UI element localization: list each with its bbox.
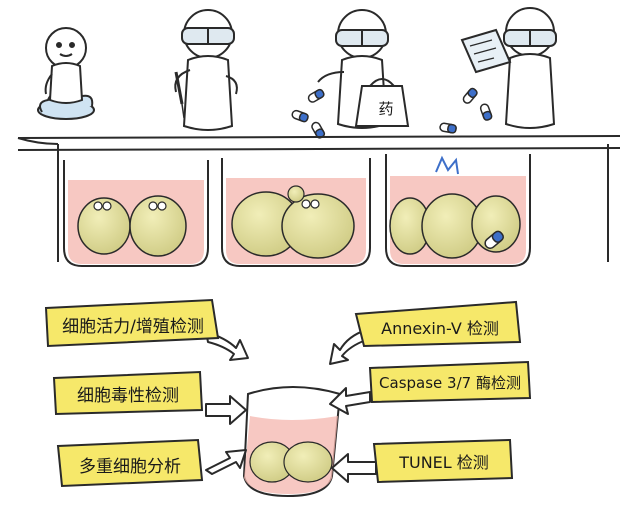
character-with-pipette [174,9,238,131]
label-boxes [44,298,532,488]
character-with-medicine-box [460,7,557,129]
box-viability [44,298,220,348]
box-cytotoxicity [52,370,204,416]
well-drug-added [221,158,371,267]
well-control [63,160,209,267]
well-drug-effect [385,154,531,267]
character-on-cloud [37,27,95,120]
box-annexin [354,300,522,348]
box-multiplex [56,438,204,488]
box-tunel [372,438,514,484]
well-plate [17,135,621,262]
falling-pills [291,87,493,139]
box-caspase [368,360,532,404]
character-with-drug-bag [317,9,410,129]
assay-beaker [242,386,342,498]
